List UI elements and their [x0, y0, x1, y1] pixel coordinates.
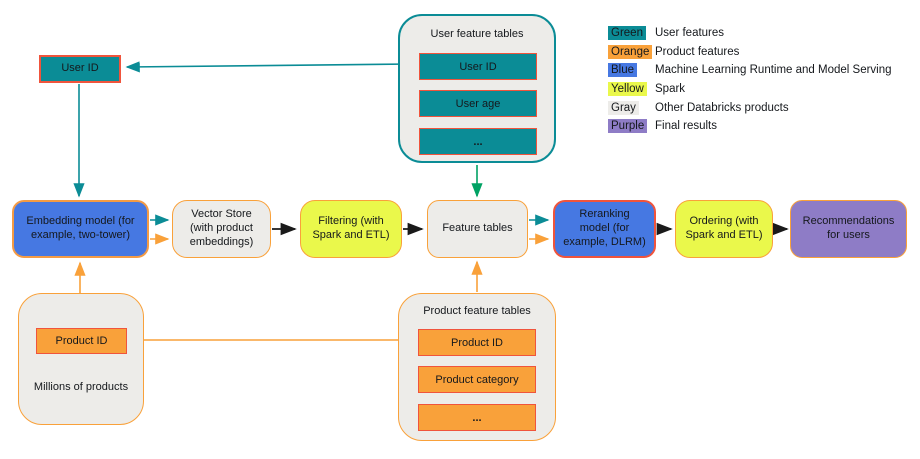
millions-product-id-label: Product ID: [55, 335, 108, 347]
node-ordering-label: Ordering (with Spark and ETL): [685, 215, 763, 241]
legend-row-purple: Purple Final results: [608, 117, 892, 136]
product-feature-row-product-id: Product ID: [418, 329, 536, 356]
legend-row-blue: Blue Machine Learning Runtime and Model …: [608, 61, 892, 80]
legend-chip-cell: Purple: [608, 119, 655, 134]
arrow-userid-bidirectional: [125, 58, 414, 73]
node-embedding-model-label: Embedding model (for example, two-tower): [26, 215, 135, 241]
millions-of-products-container: Product ID Millions of products: [18, 293, 144, 425]
user-feature-row-label: ...: [473, 135, 483, 148]
node-reranking-model-label: Reranking model (for example, DLRM): [563, 208, 646, 248]
product-feature-row-label: Product category: [435, 373, 519, 386]
legend-chip-green: Green: [608, 26, 646, 41]
legend-desc: User features: [655, 27, 725, 40]
node-reranking-model: Reranking model (for example, DLRM): [553, 200, 656, 258]
node-feature-tables: Feature tables: [427, 200, 528, 258]
node-ordering: Ordering (with Spark and ETL): [675, 200, 773, 258]
user-feature-row-user-id: User ID: [419, 53, 537, 80]
legend-desc: Spark: [655, 83, 686, 96]
legend-row-green: Green User features: [608, 24, 892, 43]
legend-chip-blue: Blue: [608, 63, 638, 78]
product-feature-row-category: Product category: [418, 366, 536, 393]
legend-desc: Final results: [655, 120, 717, 133]
legend-chip-cell: Orange: [608, 44, 655, 59]
legend-desc: Product features: [655, 45, 740, 58]
node-recommendations: Recommendations for users: [790, 200, 907, 258]
node-embedding-model: Embedding model (for example, two-tower): [12, 200, 149, 258]
legend-chip-gray: Gray: [608, 100, 639, 115]
node-filtering-label: Filtering (with Spark and ETL): [312, 215, 390, 241]
product-feature-tables-container: Product feature tables Product ID Produc…: [398, 293, 556, 441]
product-feature-row-label: ...: [472, 411, 482, 424]
product-feature-row-more: ...: [418, 404, 536, 431]
legend-chip-cell: Blue: [608, 63, 655, 78]
product-feature-tables-title: Product feature tables: [423, 305, 531, 317]
node-vector-store: Vector Store (with product embeddings): [172, 200, 271, 258]
legend-desc: Other Databricks products: [655, 101, 789, 114]
node-vector-store-label: Vector Store (with product embeddings): [189, 208, 254, 248]
node-user-id-label: User ID: [61, 62, 99, 75]
legend-chip-orange: Orange: [608, 44, 653, 59]
legend-row-gray: Gray Other Databricks products: [608, 98, 892, 117]
legend-chip-cell: Green: [608, 26, 655, 41]
user-feature-row-label: User age: [455, 97, 501, 110]
product-feature-row-label: Product ID: [451, 336, 503, 349]
user-feature-tables-container: User feature tables User ID User age ...: [398, 14, 556, 163]
user-feature-row-user-age: User age: [419, 90, 537, 117]
legend-chip-purple: Purple: [608, 119, 648, 134]
legend-row-yellow: Yellow Spark: [608, 80, 892, 99]
user-feature-row-more: ...: [419, 128, 537, 155]
legend-row-orange: Orange Product features: [608, 43, 892, 62]
millions-of-products-label: Millions of products: [33, 381, 129, 393]
legend: Green User features Orange Product featu…: [608, 24, 892, 136]
user-feature-row-label: User ID: [459, 60, 497, 73]
node-filtering: Filtering (with Spark and ETL): [300, 200, 402, 258]
legend-chip-cell: Yellow: [608, 82, 655, 97]
legend-desc: Machine Learning Runtime and Model Servi…: [655, 64, 892, 77]
node-user-id: User ID: [39, 55, 121, 83]
node-feature-tables-label: Feature tables: [442, 222, 513, 235]
node-recommendations-label: Recommendations for users: [802, 215, 895, 241]
legend-chip-cell: Gray: [608, 100, 655, 115]
legend-chip-yellow: Yellow: [608, 82, 647, 97]
user-feature-tables-title: User feature tables: [430, 28, 524, 40]
millions-product-id: Product ID: [36, 328, 127, 354]
